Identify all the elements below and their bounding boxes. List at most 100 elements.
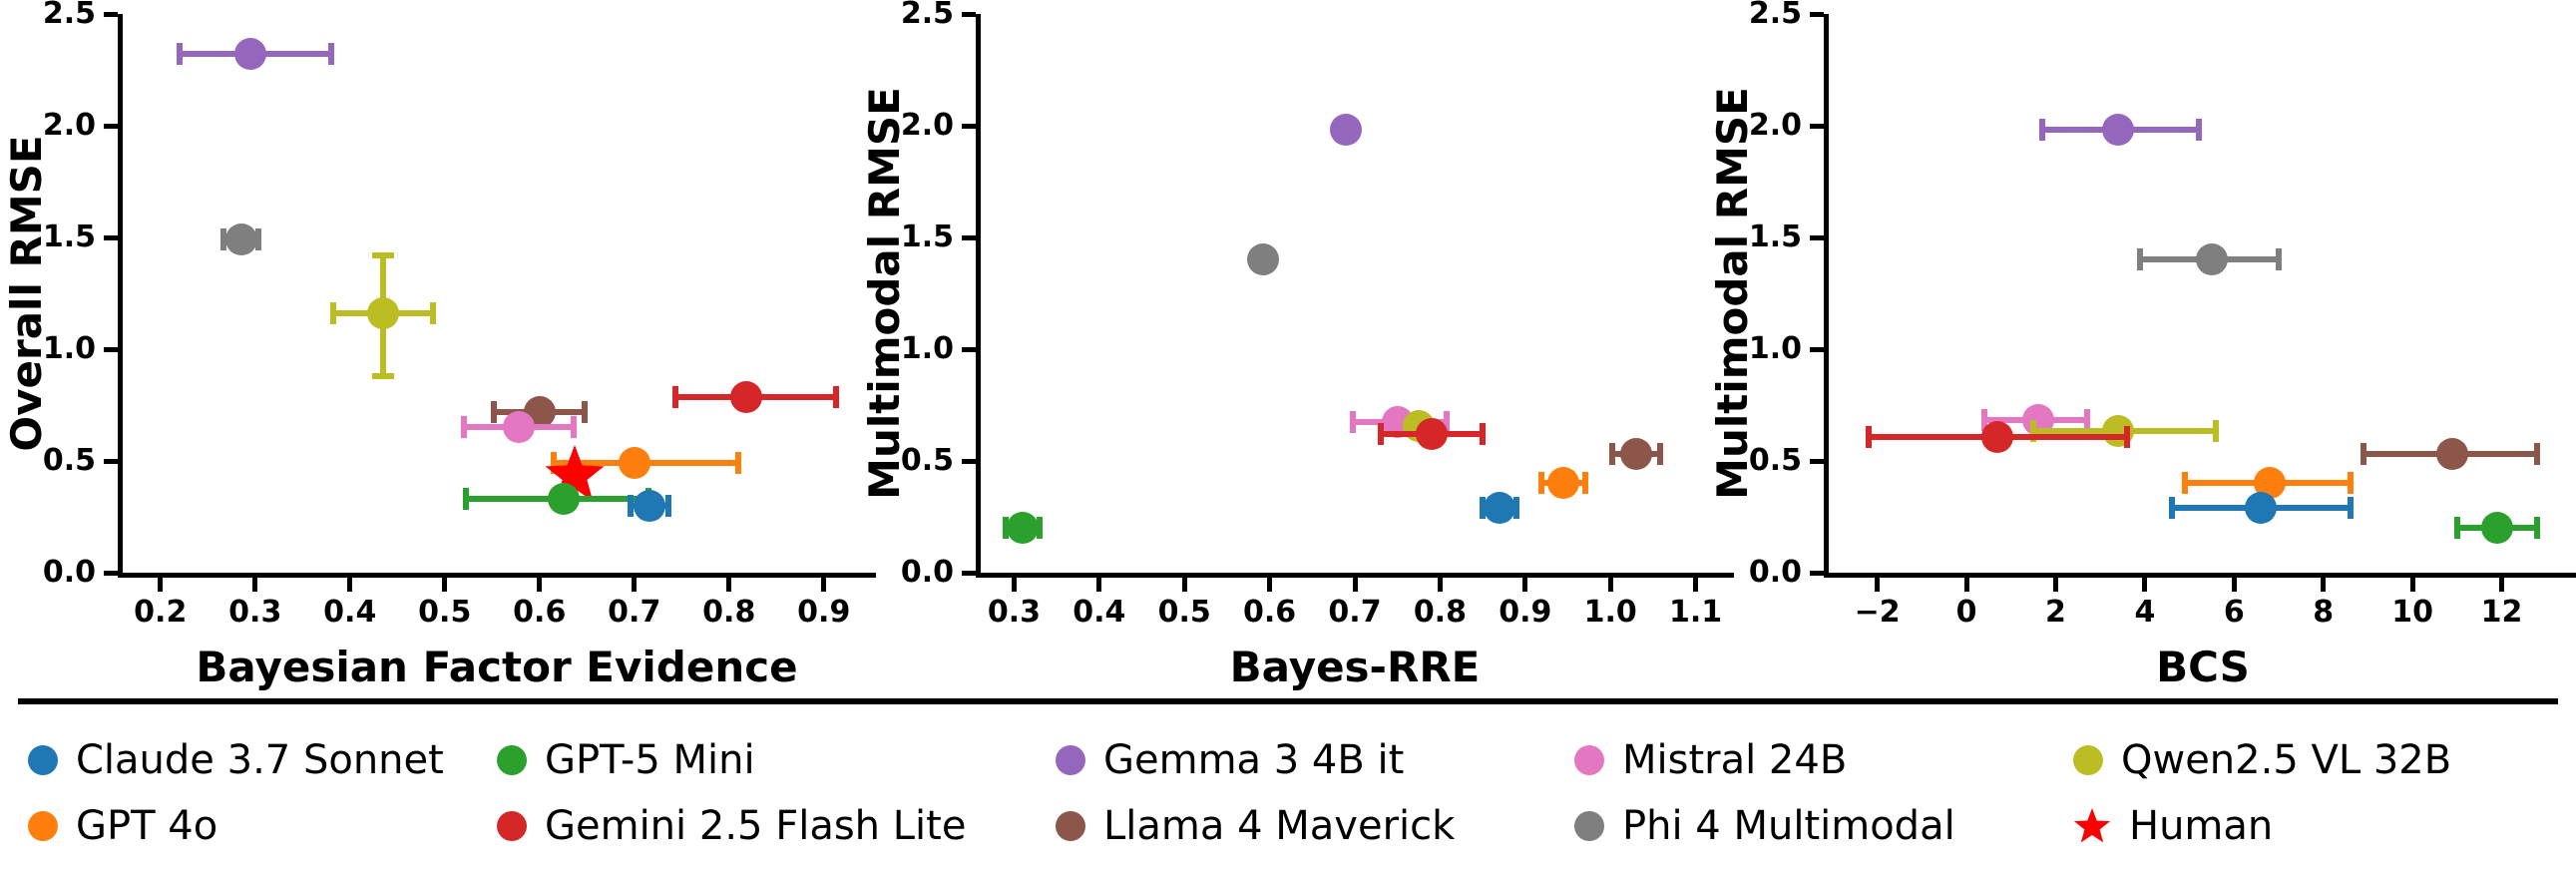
legend-item[interactable]: Gemini 2.5 Flash Lite xyxy=(497,802,1056,850)
y-tick-label: 0.5 xyxy=(1748,443,1802,478)
legend-item[interactable]: Mistral 24B xyxy=(1574,736,2073,784)
scatter-marker xyxy=(1330,114,1363,147)
x-error-cap xyxy=(2347,472,2354,495)
legend-circle-icon xyxy=(497,745,527,775)
legend-item[interactable]: GPT 4o xyxy=(28,802,497,850)
x-tick-label: −2 xyxy=(1854,595,1901,630)
x-axis-title: Bayesian Factor Evidence xyxy=(196,643,798,691)
x-error-cap xyxy=(833,386,840,409)
y-tick xyxy=(104,458,118,464)
legend-item[interactable]: Phi 4 Multimodal xyxy=(1574,802,2073,850)
x-error-cap xyxy=(551,452,557,475)
x-error-cap xyxy=(176,43,183,66)
x-tick xyxy=(1437,578,1443,592)
x-tick-label: 0.6 xyxy=(1243,595,1297,630)
y-tick xyxy=(104,570,118,576)
y-tick-label: 0.0 xyxy=(1748,555,1802,590)
x-tick-label: 8 xyxy=(2313,595,2335,630)
scatter-marker xyxy=(618,447,650,480)
x-error-cap xyxy=(2083,409,2090,432)
y-tick xyxy=(1810,570,1824,576)
y-tick-label: 1.0 xyxy=(1748,331,1802,366)
x-tick-label: 0.7 xyxy=(608,595,661,630)
y-tick xyxy=(104,11,118,17)
y-axis-line xyxy=(976,14,981,573)
plot-area xyxy=(1824,14,2576,573)
x-error-cap xyxy=(582,400,589,423)
x-tick xyxy=(1267,578,1273,592)
legend-column-3: Gemma 3 4B it Llama 4 Maverick xyxy=(1056,736,1574,850)
legend-item-label: Mistral 24B xyxy=(1622,737,1848,783)
legend-item-label: Human xyxy=(2129,803,2274,849)
x-error-cap xyxy=(327,43,334,66)
scatter-marker xyxy=(367,297,399,330)
x-error-cap xyxy=(1444,411,1451,434)
x-tick xyxy=(2142,578,2148,592)
x-error-cap xyxy=(2030,420,2037,443)
scatter-marker xyxy=(2102,114,2135,147)
legend-item[interactable]: GPT-5 Mini xyxy=(497,736,1056,784)
x-tick xyxy=(632,578,638,592)
y-tick-label: 2.5 xyxy=(1748,0,1802,31)
scatter-marker xyxy=(224,223,257,256)
legend-circle-icon xyxy=(1056,745,1085,775)
y-tick-label: 2.0 xyxy=(900,108,954,143)
x-tick xyxy=(1522,578,1528,592)
x-error-cap xyxy=(1538,472,1544,495)
x-tick xyxy=(821,578,827,592)
x-tick xyxy=(2499,578,2505,592)
legend-column-4: Mistral 24B Phi 4 Multimodal xyxy=(1574,736,2073,850)
x-tick-label: 0.8 xyxy=(702,595,756,630)
y-tick xyxy=(1810,458,1824,464)
scatter-marker xyxy=(1981,420,2014,453)
x-error-cap xyxy=(1480,497,1487,520)
x-tick-label: 0.3 xyxy=(987,595,1041,630)
x-error-cap xyxy=(2137,248,2144,271)
y-tick-label: 0.5 xyxy=(900,443,954,478)
y-tick-label: 1.0 xyxy=(900,331,954,366)
y-error-cap xyxy=(372,251,394,258)
x-tick-label: 0.3 xyxy=(228,595,282,630)
x-error-cap xyxy=(2195,119,2202,142)
x-error-cap xyxy=(462,488,469,511)
legend-item[interactable]: Gemma 3 4B it xyxy=(1056,736,1574,784)
y-tick-label: 0.0 xyxy=(42,555,96,590)
x-tick xyxy=(252,578,258,592)
legend-item[interactable]: Claude 3.7 Sonnet xyxy=(28,736,497,784)
x-error-cap xyxy=(460,416,467,439)
y-tick-label: 1.5 xyxy=(900,219,954,254)
scatter-marker xyxy=(729,381,762,414)
legend-circle-icon xyxy=(28,811,58,841)
x-error-cap xyxy=(664,494,671,517)
x-tick xyxy=(347,578,353,592)
x-tick xyxy=(1011,578,1017,592)
legend-item-label: Qwen2.5 VL 32B xyxy=(2121,737,2452,783)
y-tick xyxy=(104,346,118,352)
x-axis-title: BCS xyxy=(2156,643,2250,691)
x-tick xyxy=(2052,578,2058,592)
x-tick-label: 0.4 xyxy=(323,595,377,630)
legend-circle-icon xyxy=(497,811,527,841)
x-tick xyxy=(1693,578,1699,592)
legend-item[interactable]: Llama 4 Maverick xyxy=(1056,802,1574,850)
x-error-cap xyxy=(2453,517,2460,540)
y-tick xyxy=(1810,346,1824,352)
x-tick xyxy=(537,578,543,592)
legend-item-label: Gemini 2.5 Flash Lite xyxy=(545,803,967,849)
scatter-marker xyxy=(1547,467,1580,500)
y-tick-label: 0.5 xyxy=(42,443,96,478)
x-error-cap xyxy=(1656,443,1663,466)
legend-item[interactable]: Human xyxy=(2073,802,2542,850)
legend-item[interactable]: Qwen2.5 VL 32B xyxy=(2073,736,2542,784)
y-axis-title: Multimodal RMSE xyxy=(1708,87,1757,500)
y-tick-label: 0.0 xyxy=(900,555,954,590)
scatter-marker xyxy=(547,483,580,516)
x-error-cap xyxy=(2534,443,2541,466)
x-tick-label: 6 xyxy=(2223,595,2245,630)
legend-item-label: Phi 4 Multimodal xyxy=(1622,803,1955,849)
y-tick-label: 2.5 xyxy=(900,0,954,31)
